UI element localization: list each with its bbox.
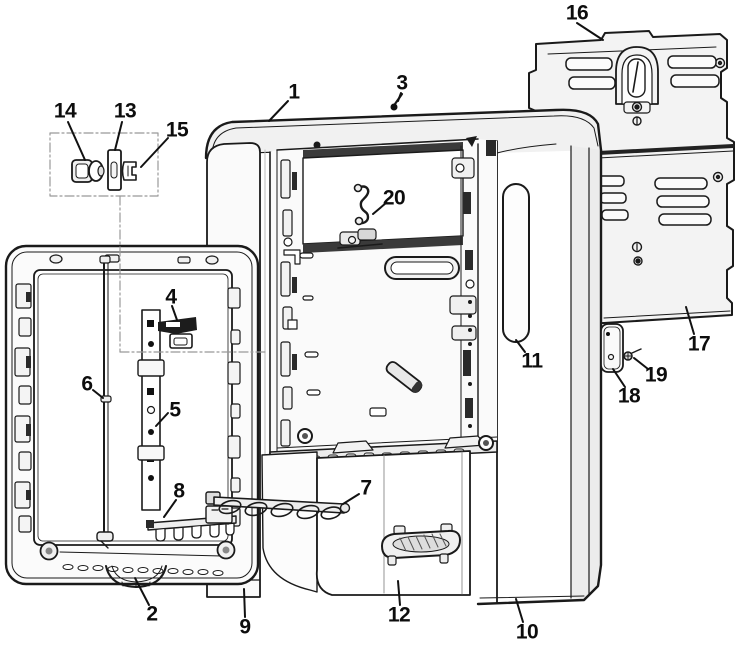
diagonal-pill bbox=[385, 361, 423, 393]
callout-17: 17 bbox=[687, 332, 711, 356]
callout-1: 1 bbox=[288, 80, 300, 104]
plate-18 bbox=[600, 323, 624, 373]
leader-line-18 bbox=[612, 368, 626, 388]
door-scallops bbox=[62, 564, 224, 576]
leader-line-14 bbox=[67, 121, 86, 161]
front-door-frame bbox=[4, 244, 260, 588]
leader-line-7 bbox=[342, 493, 360, 505]
callout-11: 11 bbox=[521, 349, 543, 373]
callout-3: 3 bbox=[396, 71, 408, 95]
plate-part-13 bbox=[107, 149, 122, 191]
callout-10: 10 bbox=[515, 620, 539, 644]
callout-6: 6 bbox=[81, 372, 93, 396]
bushing-part-14 bbox=[71, 159, 105, 183]
latch-assembly bbox=[337, 228, 383, 249]
callout-13: 13 bbox=[113, 99, 137, 123]
leader-line-2 bbox=[134, 577, 150, 606]
leader-line-19 bbox=[633, 357, 649, 370]
dash-dot-box bbox=[49, 132, 159, 197]
screw-19 bbox=[623, 348, 642, 361]
hole-strip bbox=[137, 309, 165, 511]
leader-line-17 bbox=[685, 306, 695, 335]
leader-line-5 bbox=[155, 412, 169, 427]
leader-line-15 bbox=[140, 137, 169, 168]
callout-19: 19 bbox=[644, 363, 668, 387]
callout-20: 20 bbox=[382, 186, 406, 210]
callout-8: 8 bbox=[173, 479, 185, 503]
leader-line-6 bbox=[92, 389, 104, 399]
leader-line-10 bbox=[515, 598, 524, 623]
main-unit bbox=[203, 108, 603, 606]
callout-7: 7 bbox=[360, 476, 372, 500]
inner-frame bbox=[269, 136, 498, 464]
callout-18: 18 bbox=[617, 384, 641, 408]
panel-seam bbox=[596, 144, 735, 155]
panel-lower-vents bbox=[597, 175, 712, 226]
side-capsule-slot bbox=[502, 183, 530, 343]
lower-left-face bbox=[261, 451, 318, 593]
lower-front-cover bbox=[315, 450, 471, 596]
frame-hinge-strip bbox=[449, 140, 496, 449]
callout-14: 14 bbox=[53, 99, 77, 123]
panel-upper-vents bbox=[565, 55, 720, 90]
callout-9: 9 bbox=[239, 615, 251, 639]
callout-4: 4 bbox=[165, 285, 177, 309]
door-rod bbox=[96, 255, 114, 549]
leader-line-9 bbox=[243, 588, 246, 618]
callout-12: 12 bbox=[387, 603, 411, 627]
leader-line-3 bbox=[397, 92, 402, 102]
callout-2: 2 bbox=[146, 602, 158, 626]
leader-line-13 bbox=[114, 121, 123, 151]
frame-left-tabs bbox=[280, 159, 321, 447]
link-lever-20 bbox=[353, 183, 370, 226]
sensor-bracket bbox=[158, 317, 197, 349]
leader-line-8 bbox=[163, 499, 177, 518]
callout-15: 15 bbox=[165, 118, 189, 142]
leader-line-12 bbox=[397, 580, 401, 606]
door-bottom-band bbox=[39, 540, 236, 588]
leader-line-1 bbox=[268, 100, 289, 122]
clip-part-15 bbox=[121, 161, 137, 181]
leader-line-16 bbox=[576, 22, 604, 41]
hinge-parts-group bbox=[49, 132, 267, 353]
right-side-cover bbox=[476, 140, 603, 606]
top-cover bbox=[206, 109, 601, 158]
cover-handle bbox=[381, 523, 461, 566]
leader-line-11 bbox=[515, 339, 526, 353]
leader-line-4 bbox=[171, 305, 178, 321]
leader-line-20 bbox=[372, 202, 387, 215]
callout-5: 5 bbox=[169, 398, 181, 422]
callout-16: 16 bbox=[565, 1, 589, 25]
door-left-tabs bbox=[14, 283, 32, 533]
support-rail bbox=[205, 491, 351, 520]
hook-bracket bbox=[146, 505, 237, 542]
